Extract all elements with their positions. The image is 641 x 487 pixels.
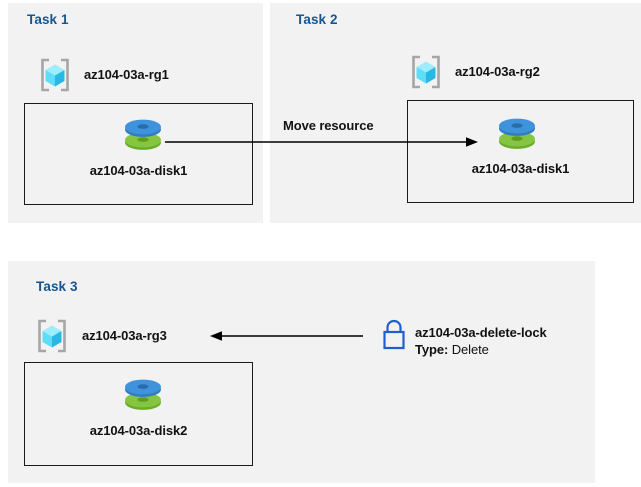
task-2-resource-label: az104-03a-disk1 [471, 161, 570, 176]
task-1-title: Task 1 [27, 12, 69, 27]
task-1-resource-group-label: az104-03a-rg1 [84, 67, 169, 82]
task-1-resource-label: az104-03a-disk1 [89, 163, 188, 178]
task-3-title: Task 3 [36, 279, 78, 294]
task-1-panel [8, 3, 263, 223]
task-2-resource-group-label: az104-03a-rg2 [455, 64, 540, 79]
delete-lock-name: az104-03a-delete-lock [415, 325, 547, 340]
task-2-resource-box [407, 100, 634, 203]
task-3-panel [8, 261, 595, 483]
task-3-resource-label: az104-03a-disk2 [89, 423, 188, 438]
azure-resource-group-icon [408, 54, 444, 90]
azure-resource-group-icon [37, 57, 73, 93]
delete-lock-type-label: Type: [415, 342, 449, 357]
managed-disk-icon [122, 374, 164, 414]
move-resource-arrow [165, 137, 478, 147]
task-3-resource-box [24, 362, 253, 466]
azure-resource-group-icon [34, 318, 70, 354]
delete-lock-type-value: Delete [451, 342, 489, 357]
managed-disk-icon [496, 113, 538, 153]
padlock-icon [379, 318, 409, 352]
task-1-resource-box [24, 103, 253, 205]
task-3-resource-group-label: az104-03a-rg3 [82, 328, 167, 343]
delete-lock-arrow [210, 331, 363, 341]
task-2-panel [270, 3, 641, 223]
move-resource-label: Move resource [283, 118, 374, 133]
delete-lock-type: Type: Delete [415, 342, 489, 357]
task-2-title: Task 2 [296, 12, 338, 27]
managed-disk-icon [122, 114, 164, 154]
